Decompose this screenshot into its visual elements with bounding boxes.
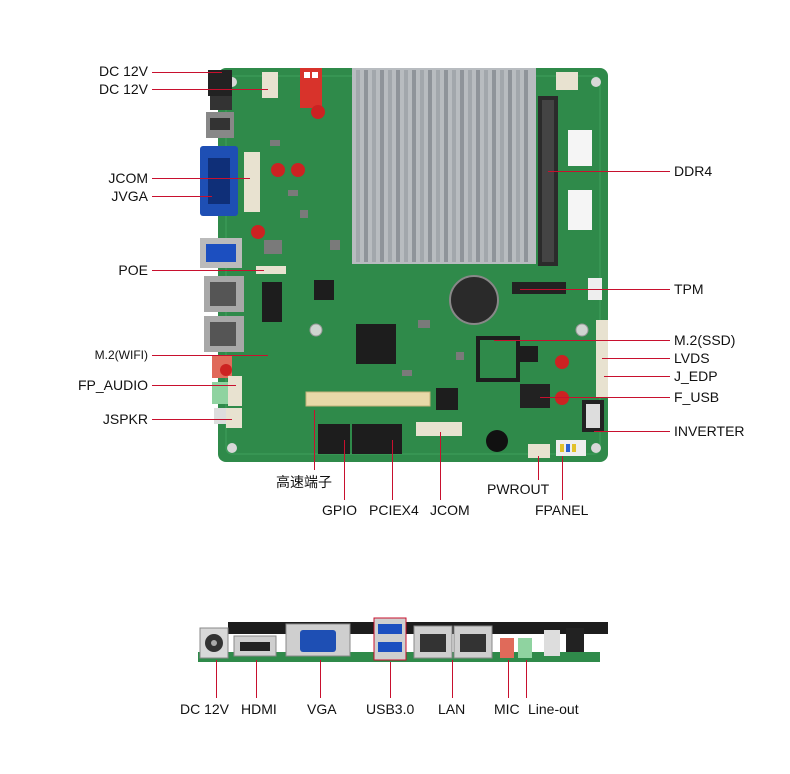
heatsink-fin xyxy=(460,70,464,262)
highspeed-connector xyxy=(305,391,431,407)
leader-pciex4 xyxy=(392,440,393,500)
heatsink-fin xyxy=(372,70,376,262)
heatsink-fin xyxy=(484,70,488,262)
label-io-mic: MIC xyxy=(494,701,520,717)
cmos-battery xyxy=(449,275,499,325)
audio-jack-out xyxy=(212,382,232,404)
jcom-header-bottom xyxy=(416,422,462,436)
leader-m2ssd xyxy=(494,340,670,341)
leader-ddr4 xyxy=(548,171,670,172)
label-jspkr: JSPKR xyxy=(102,411,148,427)
heatsink-fin xyxy=(388,70,392,262)
label-io-usb30: USB3.0 xyxy=(366,701,415,717)
heatsink-fin xyxy=(380,70,384,262)
io-mic-jack xyxy=(500,638,514,658)
label-tpm: TPM xyxy=(674,281,704,297)
heatsink-fin xyxy=(404,70,408,262)
leader-dc12v-a xyxy=(152,72,222,73)
label-pciex4: PCIEX4 xyxy=(369,502,419,518)
heatsink-fin xyxy=(508,70,512,262)
label-ddr4: DDR4 xyxy=(674,163,713,179)
leader-io-lineout xyxy=(526,660,527,698)
label-fpanel: FPANEL xyxy=(535,502,589,518)
heatsink xyxy=(352,68,536,264)
leader-io-vga xyxy=(320,660,321,698)
pwrout-header xyxy=(528,444,550,458)
label-poe: POE xyxy=(118,262,148,278)
label-jcom-left: JCOM xyxy=(108,170,148,186)
label-io-vga: VGA xyxy=(307,701,337,717)
leader-fusb xyxy=(540,397,670,398)
leader-gpio xyxy=(344,440,345,500)
buzzer xyxy=(486,430,508,452)
io-lineout-jack xyxy=(518,638,532,658)
leader-fp-audio xyxy=(152,385,236,386)
label-f-usb: F_USB xyxy=(674,389,720,405)
label-j-edp: J_EDP xyxy=(674,368,718,384)
label-io-lan: LAN xyxy=(438,701,466,717)
leader-io-usb30 xyxy=(390,662,391,698)
heatsink-fin xyxy=(500,70,504,262)
leader-jedp xyxy=(604,376,670,377)
label-fp-audio: FP_AUDIO xyxy=(77,377,148,393)
lvds-header xyxy=(596,320,608,398)
label-inverter: INVERTER xyxy=(674,423,745,439)
label-dc12v-b: DC 12V xyxy=(98,81,148,97)
label-io-lineout: Line-out xyxy=(528,701,579,717)
f-usb-header xyxy=(520,384,550,408)
label-jcom-bottom: JCOM xyxy=(430,502,470,518)
leader-highspeed xyxy=(314,410,315,470)
heatsink-fin xyxy=(428,70,432,262)
heatsink-fin xyxy=(524,70,528,262)
label-pwrout: PWROUT xyxy=(487,481,550,497)
label-gpio: GPIO xyxy=(322,502,358,518)
pciex4-slot xyxy=(352,424,402,454)
leader-tpm xyxy=(520,289,670,290)
label-jvga: JVGA xyxy=(111,188,148,204)
leader-io-mic xyxy=(508,660,509,698)
leader-jspkr xyxy=(152,419,232,420)
leader-pwrout xyxy=(538,456,539,480)
label-m2-ssd: M.2(SSD) xyxy=(674,332,736,348)
leader-jcom xyxy=(152,178,250,179)
label-io-hdmi: HDMI xyxy=(241,701,277,717)
dc-jack-1 xyxy=(208,70,232,96)
label-lvds: LVDS xyxy=(674,350,710,366)
label-m2-wifi: M.2(WIFI) xyxy=(94,348,148,362)
leader-jvga xyxy=(152,196,212,197)
heatsink-fin xyxy=(420,70,424,262)
heatsink-fin xyxy=(364,70,368,262)
heatsink-fin xyxy=(436,70,440,262)
leader-io-dc12v xyxy=(216,660,217,698)
leader-io-lan xyxy=(452,660,453,698)
heatsink-fin xyxy=(516,70,520,262)
leader-dc12v-b xyxy=(152,89,268,90)
heatsink-fin xyxy=(476,70,480,262)
leader-inverter xyxy=(594,431,670,432)
leader-m2wifi xyxy=(152,355,268,356)
super-io-chip xyxy=(356,324,396,364)
leader-poe xyxy=(152,270,264,271)
label-highspeed-connector: 高速端子 xyxy=(276,474,332,490)
leader-lvds xyxy=(602,358,670,359)
label-io-dc12v: DC 12V xyxy=(180,701,230,717)
heatsink-fin xyxy=(468,70,472,262)
heatsink-fin xyxy=(356,70,360,262)
label-dc12v-a: DC 12V xyxy=(98,63,148,79)
heatsink-fin xyxy=(492,70,496,262)
leader-io-hdmi xyxy=(256,660,257,698)
heatsink-fin xyxy=(396,70,400,262)
leader-jcom-bottom xyxy=(440,432,441,500)
heatsink-fin xyxy=(452,70,456,262)
heatsink-fin xyxy=(412,70,416,262)
heatsink-fin xyxy=(444,70,448,262)
leader-fpanel xyxy=(562,456,563,500)
